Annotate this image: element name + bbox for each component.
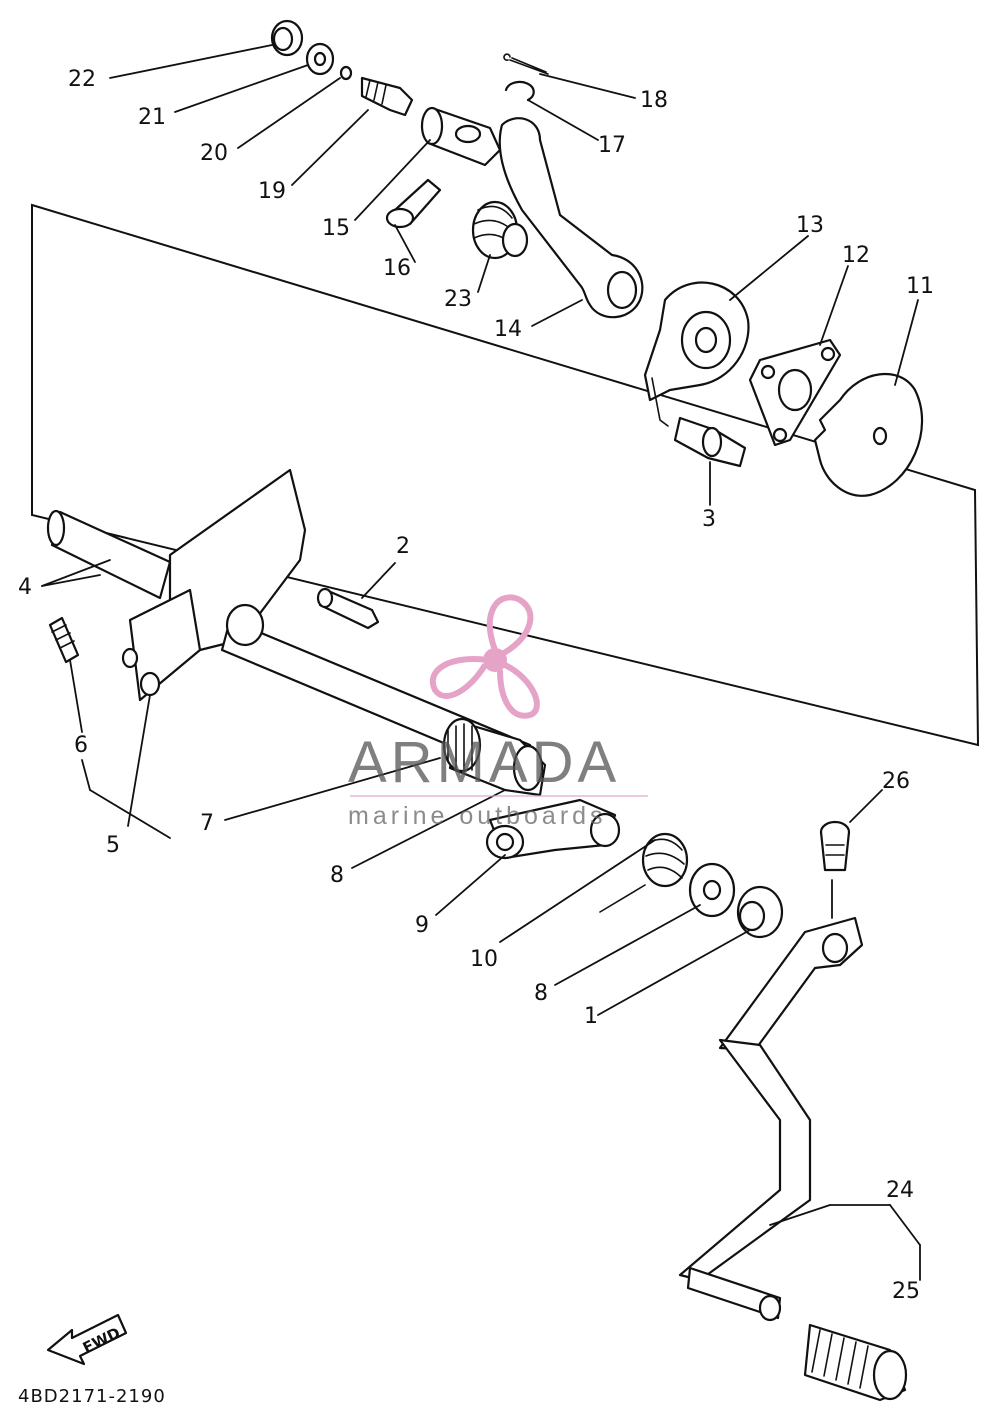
watermark-subtitle: marine outboards [348, 802, 607, 830]
callout-12: 12 [842, 243, 870, 268]
diagram-code: 4BD2171-2190 [18, 1386, 166, 1407]
arm-boss [606, 270, 638, 310]
part-shift-pedal [678, 916, 864, 1322]
part-cotter-pin [503, 53, 549, 75]
callout-16: 16 [383, 256, 411, 281]
part-plate [748, 338, 842, 447]
callout-15: 15 [322, 216, 350, 241]
callout-20: 20 [200, 141, 228, 166]
part-shift-shaft [46, 468, 547, 797]
part-segment [813, 372, 924, 497]
callout-3: 3 [702, 507, 716, 532]
callout-19: 19 [258, 179, 286, 204]
callout-26: 26 [882, 769, 910, 794]
fwd-arrow-icon: FWD [46, 1313, 128, 1366]
callout-24: 24 [886, 1178, 914, 1203]
part-collar [420, 106, 502, 167]
leader-lines [41, 44, 921, 1281]
part-return-spring [599, 832, 689, 913]
callout-2: 2 [396, 534, 410, 559]
part-collar-lower [736, 885, 784, 939]
part-pedal-rubber [803, 1323, 908, 1402]
callout-23: 23 [444, 287, 472, 312]
callout-13: 13 [796, 213, 824, 238]
callout-21: 21 [138, 105, 166, 130]
part-stud [360, 76, 414, 117]
callout-9: 9 [415, 913, 429, 938]
part-small-spring [48, 616, 80, 664]
callout-11: 11 [906, 274, 934, 299]
part-washer-lower [688, 862, 736, 918]
part-spring [471, 200, 529, 260]
part-pin [385, 178, 442, 229]
part-circlip [504, 80, 535, 102]
part-o-ring [339, 65, 353, 81]
callout-10: 10 [470, 947, 498, 972]
watermark: ARMADA marine outboards [348, 594, 648, 830]
callout-22: 22 [68, 67, 96, 92]
callout-6: 6 [74, 733, 88, 758]
part-nut [270, 19, 304, 57]
callout-25: 25 [892, 1279, 920, 1304]
watermark-title: ARMADA [348, 730, 620, 795]
callout-1: 1 [584, 1004, 598, 1029]
part-lever [485, 798, 621, 860]
callout-14: 14 [494, 317, 522, 342]
callout-7: 7 [200, 811, 214, 836]
part-pinch-bolt [819, 820, 851, 872]
part-washer [305, 42, 335, 76]
callout-17: 17 [598, 133, 626, 158]
callout-8-lower: 8 [534, 981, 548, 1006]
callout-8-upper: 8 [330, 863, 344, 888]
part-dowel-pin [316, 587, 380, 630]
callout-4: 4 [18, 575, 32, 600]
callout-18: 18 [640, 88, 668, 113]
part-shift-arm [498, 117, 644, 319]
propeller-logo-icon [430, 594, 540, 719]
part-stopper-plate [643, 281, 750, 427]
callout-5: 5 [106, 833, 120, 858]
part-bolt [673, 416, 747, 468]
